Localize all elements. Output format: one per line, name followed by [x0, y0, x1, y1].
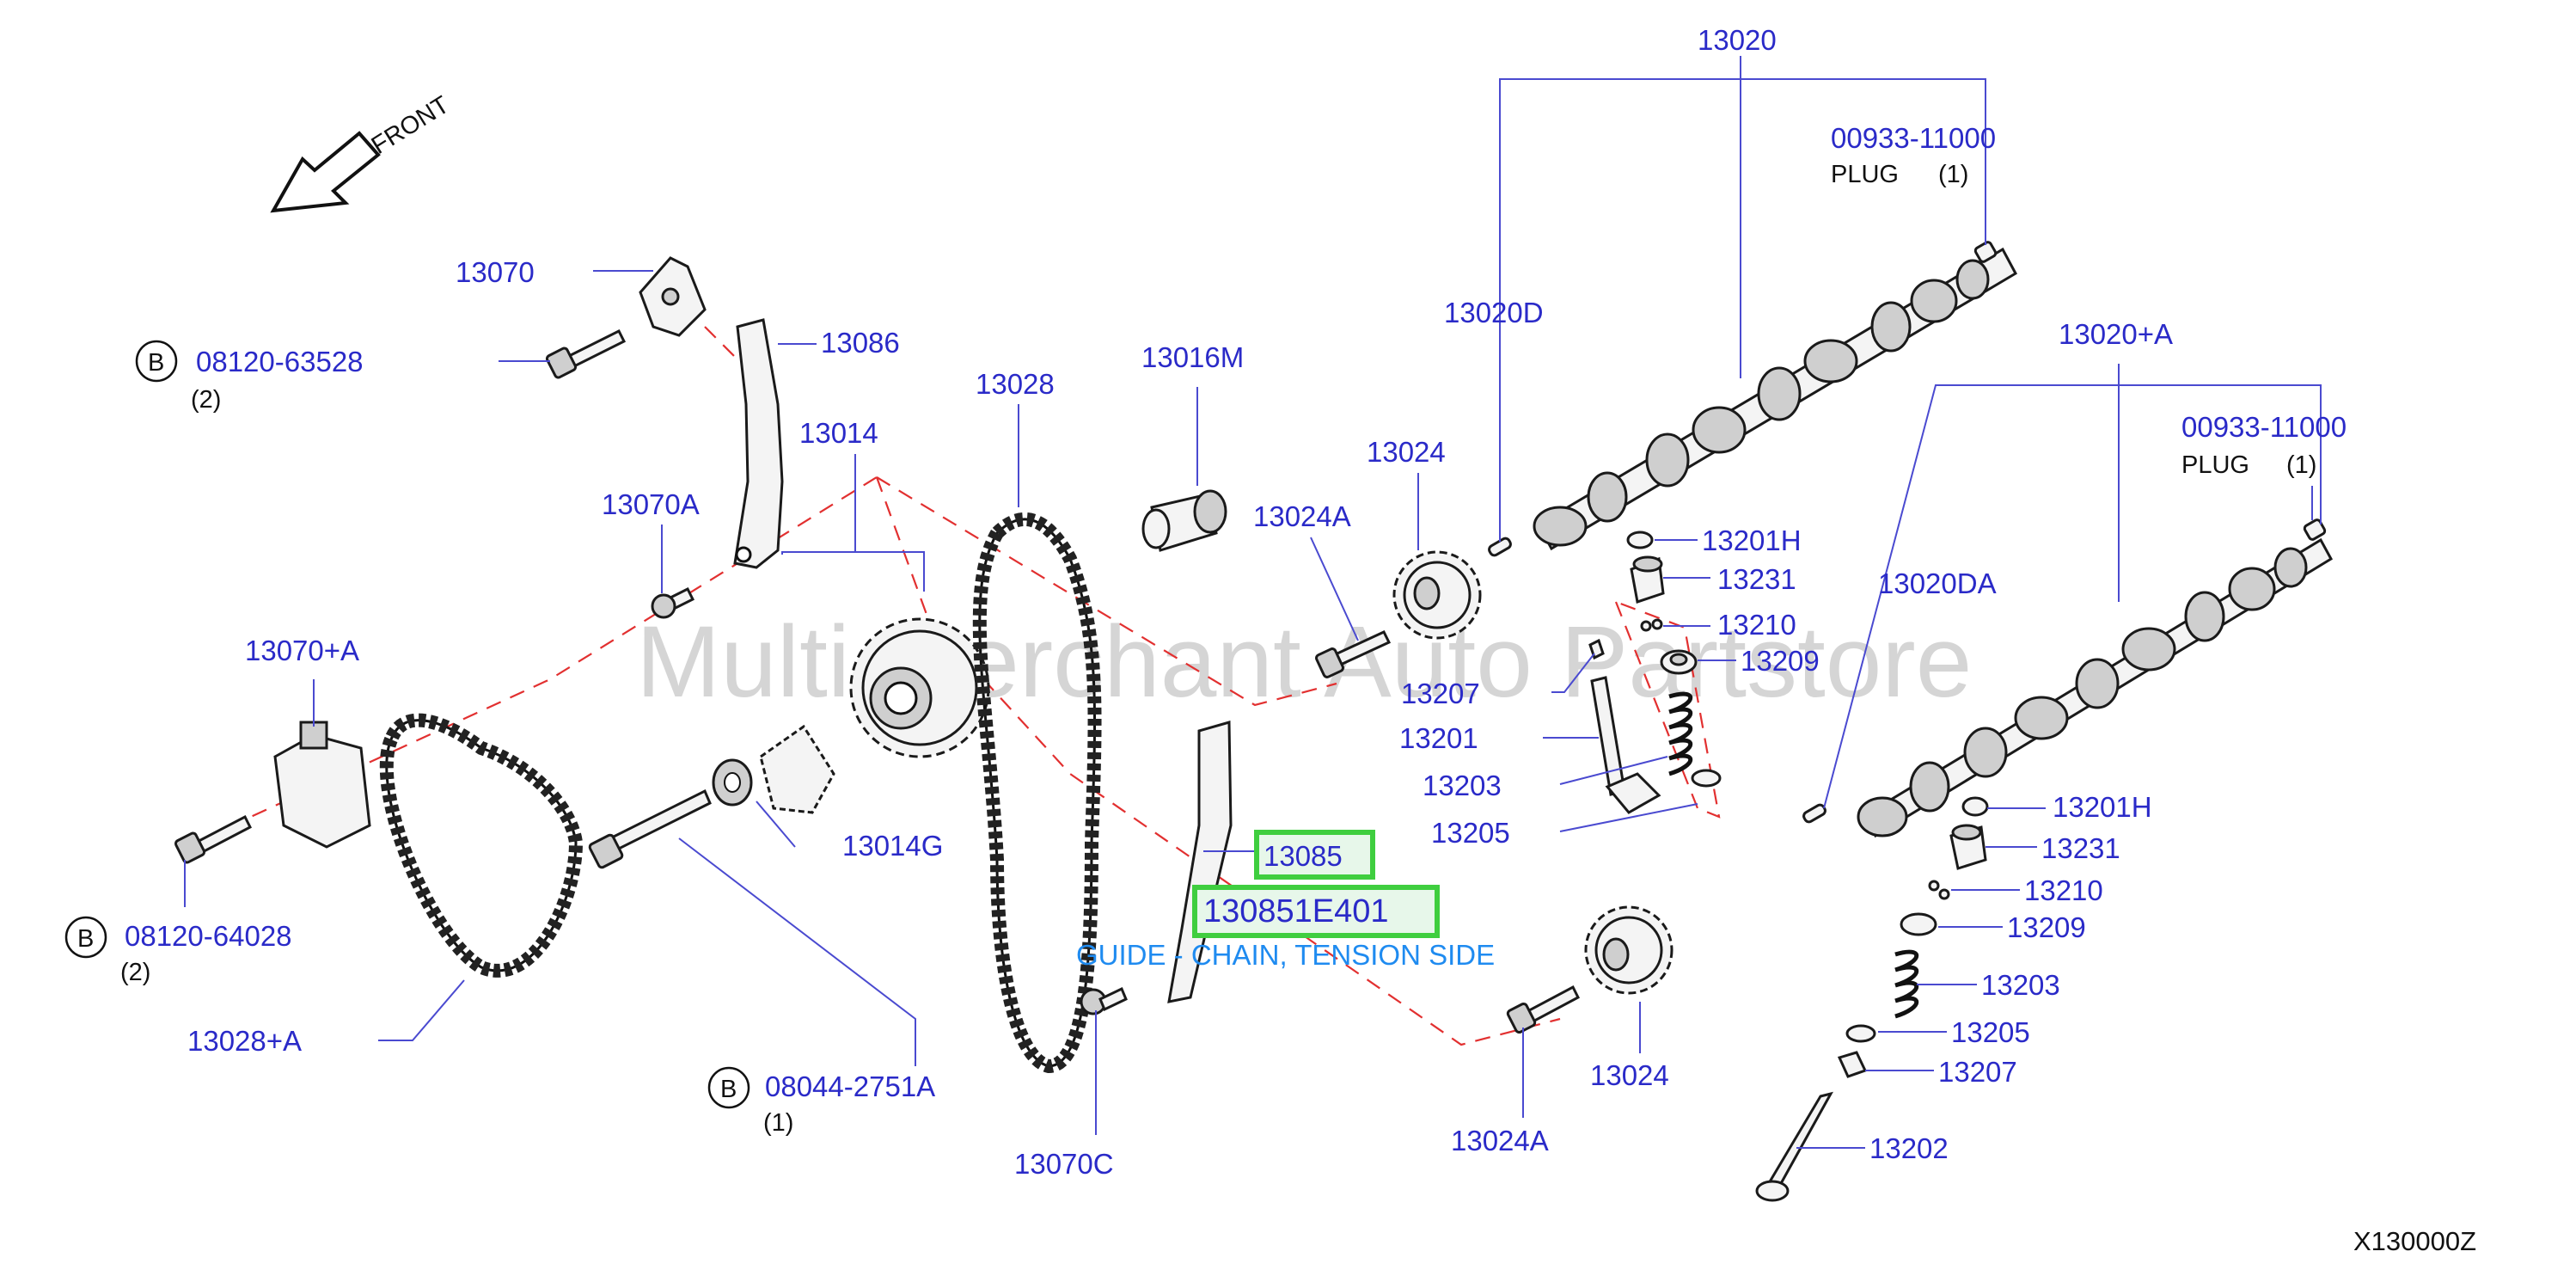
label-08044-2751A[interactable]: 08044-2751A — [765, 1070, 935, 1102]
bolt-08120-64028[interactable] — [174, 814, 253, 864]
label-13207-left[interactable]: 13207 — [1401, 678, 1480, 709]
bolt-13024A-upper[interactable] — [1315, 630, 1392, 678]
tensioner-13070[interactable] — [639, 256, 707, 337]
bolt-13070A[interactable] — [651, 586, 695, 619]
highlight-box-oem — [1192, 885, 1440, 938]
label-oem-130851E401[interactable]: 130851E401 — [1203, 893, 1389, 929]
diagram-code: X130000Z — [2353, 1226, 2476, 1256]
label-00933-upper[interactable]: 00933-11000 — [1831, 122, 1996, 154]
highlight-box-part — [1254, 830, 1375, 880]
label-13086[interactable]: 13086 — [821, 327, 900, 359]
bolt-13024A-lower[interactable] — [1506, 985, 1580, 1034]
valve-train-left[interactable] — [1588, 531, 1722, 814]
label-13028[interactable]: 13028 — [976, 368, 1055, 400]
pin-13020D[interactable] — [1488, 537, 1513, 557]
label-13205-right[interactable]: 13205 — [1951, 1016, 2030, 1048]
svg-text:B: B — [148, 349, 164, 377]
alignment-lines — [231, 326, 1721, 1046]
front-label: FRONT — [367, 91, 455, 160]
label-13024A-upper[interactable]: 13024A — [1253, 500, 1351, 532]
label-13070C[interactable]: 13070C — [1014, 1148, 1114, 1180]
bolt-b-marker-1: B — [135, 340, 178, 383]
label-13201H-left[interactable]: 13201H — [1702, 525, 1802, 556]
label-00933-lower[interactable]: 00933-11000 — [2181, 411, 2347, 443]
label-08120-63528[interactable]: 08120-63528 — [196, 346, 364, 377]
plug-lower[interactable] — [2303, 518, 2327, 541]
label-13231-left[interactable]: 13231 — [1717, 563, 1796, 595]
label-13020-plus-a[interactable]: 13020+A — [2059, 318, 2173, 350]
label-08120-63528-qty: (2) — [191, 386, 221, 414]
label-13028-plus-a[interactable]: 13028+A — [187, 1025, 302, 1057]
label-13202[interactable]: 13202 — [1869, 1132, 1949, 1164]
leader-lines — [184, 56, 2322, 1149]
label-13203-right[interactable]: 13203 — [1981, 969, 2060, 1001]
gear-13014G[interactable] — [712, 724, 835, 814]
label-13024A-lower[interactable]: 13024A — [1451, 1125, 1549, 1156]
label-13209-right[interactable]: 13209 — [2007, 911, 2086, 943]
label-13014G[interactable]: 13014G — [842, 830, 943, 862]
label-13016M[interactable]: 13016M — [1141, 341, 1244, 373]
label-13085[interactable]: 13085 — [1264, 840, 1343, 872]
bolt-13070C[interactable] — [1080, 986, 1128, 1015]
pin-13020DA[interactable] — [1802, 803, 1827, 824]
svg-text:B: B — [720, 1076, 737, 1103]
label-08120-64028-qty: (2) — [120, 959, 150, 986]
label-13070-plus-a[interactable]: 13070+A — [245, 635, 359, 666]
label-13024-upper[interactable]: 13024 — [1367, 436, 1446, 468]
label-13014[interactable]: 13014 — [799, 417, 878, 449]
label-13209-left[interactable]: 13209 — [1741, 645, 1820, 677]
label-08120-64028[interactable]: 08120-64028 — [125, 920, 292, 952]
plug-upper[interactable] — [1973, 241, 1998, 263]
label-13201[interactable]: 13201 — [1399, 722, 1478, 754]
chain-guide-13085[interactable] — [1167, 721, 1233, 1003]
label-plug-upper: PLUG — [1831, 161, 1899, 188]
label-13210-left[interactable]: 13210 — [1717, 609, 1796, 641]
label-plug-upper-qty: (1) — [1938, 161, 1968, 188]
bolt-08120-63528[interactable] — [545, 328, 627, 379]
label-13207-right[interactable]: 13207 — [1938, 1056, 2017, 1088]
chain-13028-plus-a[interactable] — [379, 713, 584, 978]
chain-guide-13086[interactable] — [733, 318, 784, 569]
label-13024-lower[interactable]: 13024 — [1590, 1059, 1669, 1091]
label-plug-lower-qty: (1) — [2286, 451, 2316, 479]
bolt-b-marker-2: B — [64, 916, 107, 959]
label-13203-left[interactable]: 13203 — [1423, 770, 1502, 801]
camshaft-upper[interactable] — [1533, 247, 2018, 551]
tensioner-13070-plus-a[interactable] — [273, 721, 371, 849]
label-13020[interactable]: 13020 — [1698, 24, 1777, 56]
part-description: GUIDE - CHAIN, TENSION SIDE — [1076, 939, 1495, 971]
bolt-b-marker-3: B — [707, 1066, 750, 1109]
chain-13028[interactable] — [972, 512, 1102, 1074]
sleeve-13016M[interactable] — [1141, 489, 1227, 552]
label-13201H-right[interactable]: 13201H — [2053, 791, 2152, 823]
bolt-08044-2751A[interactable] — [588, 788, 712, 869]
label-13205-left[interactable]: 13205 — [1431, 817, 1510, 849]
camshaft-lower[interactable] — [1857, 537, 2334, 838]
front-arrow-icon — [270, 131, 381, 213]
label-13020D[interactable]: 13020D — [1444, 297, 1544, 328]
sprocket-13024-lower[interactable] — [1584, 905, 1673, 995]
sprocket-13024-upper[interactable] — [1392, 550, 1482, 640]
label-13020DA[interactable]: 13020DA — [1878, 567, 1997, 599]
sprocket-13014[interactable] — [849, 617, 990, 758]
label-13231-right[interactable]: 13231 — [2041, 832, 2120, 864]
label-08044-2751A-qty: (1) — [763, 1109, 793, 1137]
valve-train-right[interactable] — [1755, 796, 1989, 1202]
label-13210-right[interactable]: 13210 — [2024, 874, 2103, 906]
label-plug-lower: PLUG — [2181, 451, 2249, 479]
label-13070A[interactable]: 13070A — [602, 488, 700, 520]
svg-text:B: B — [77, 925, 94, 953]
label-13070[interactable]: 13070 — [456, 256, 535, 288]
